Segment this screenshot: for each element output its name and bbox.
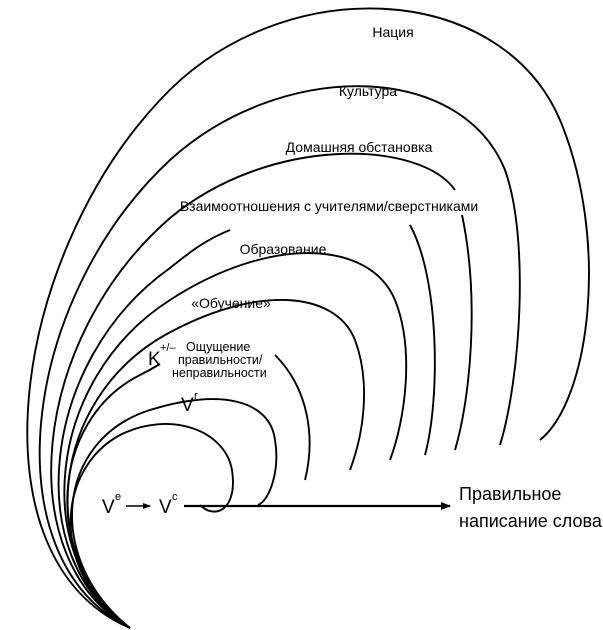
label-vr: V bbox=[181, 395, 194, 416]
ring-inner bbox=[69, 423, 234, 629]
label-education: Образование bbox=[240, 241, 327, 257]
label-k-note-1: Ощущение bbox=[186, 340, 250, 354]
output-line-1: Правильное bbox=[459, 484, 561, 504]
label-learning: «Обучение» bbox=[191, 295, 271, 311]
label-k: K bbox=[148, 349, 161, 370]
label-vr-sup: r bbox=[194, 390, 198, 402]
ring-teachers bbox=[57, 229, 231, 629]
ring-k-right bbox=[274, 354, 311, 481]
ring-education bbox=[63, 252, 408, 629]
ring-culture bbox=[38, 85, 521, 629]
ring-vr bbox=[71, 398, 278, 629]
label-teachers: Взаимоотношения с учителями/сверстниками bbox=[180, 198, 478, 214]
label-ve: V bbox=[102, 497, 115, 518]
output-line-2: написание слова bbox=[459, 511, 603, 531]
label-k-note-2: правильности/ bbox=[178, 353, 263, 367]
ring-teachers-right bbox=[409, 224, 436, 456]
ring-home-right bbox=[454, 214, 473, 451]
label-home: Домашняя обстановка bbox=[286, 139, 433, 155]
ring-k bbox=[66, 363, 161, 629]
ring-home bbox=[50, 152, 456, 629]
label-k-sup: +/– bbox=[160, 342, 176, 354]
ring-nation bbox=[26, 7, 590, 629]
label-culture: Культура bbox=[339, 83, 397, 99]
label-nation: Нация bbox=[372, 24, 413, 40]
label-ve-sup: e bbox=[115, 491, 121, 503]
label-vc-sup: c bbox=[172, 491, 178, 503]
label-k-note-3: неправильности bbox=[172, 366, 267, 380]
label-vc: V bbox=[159, 497, 172, 518]
